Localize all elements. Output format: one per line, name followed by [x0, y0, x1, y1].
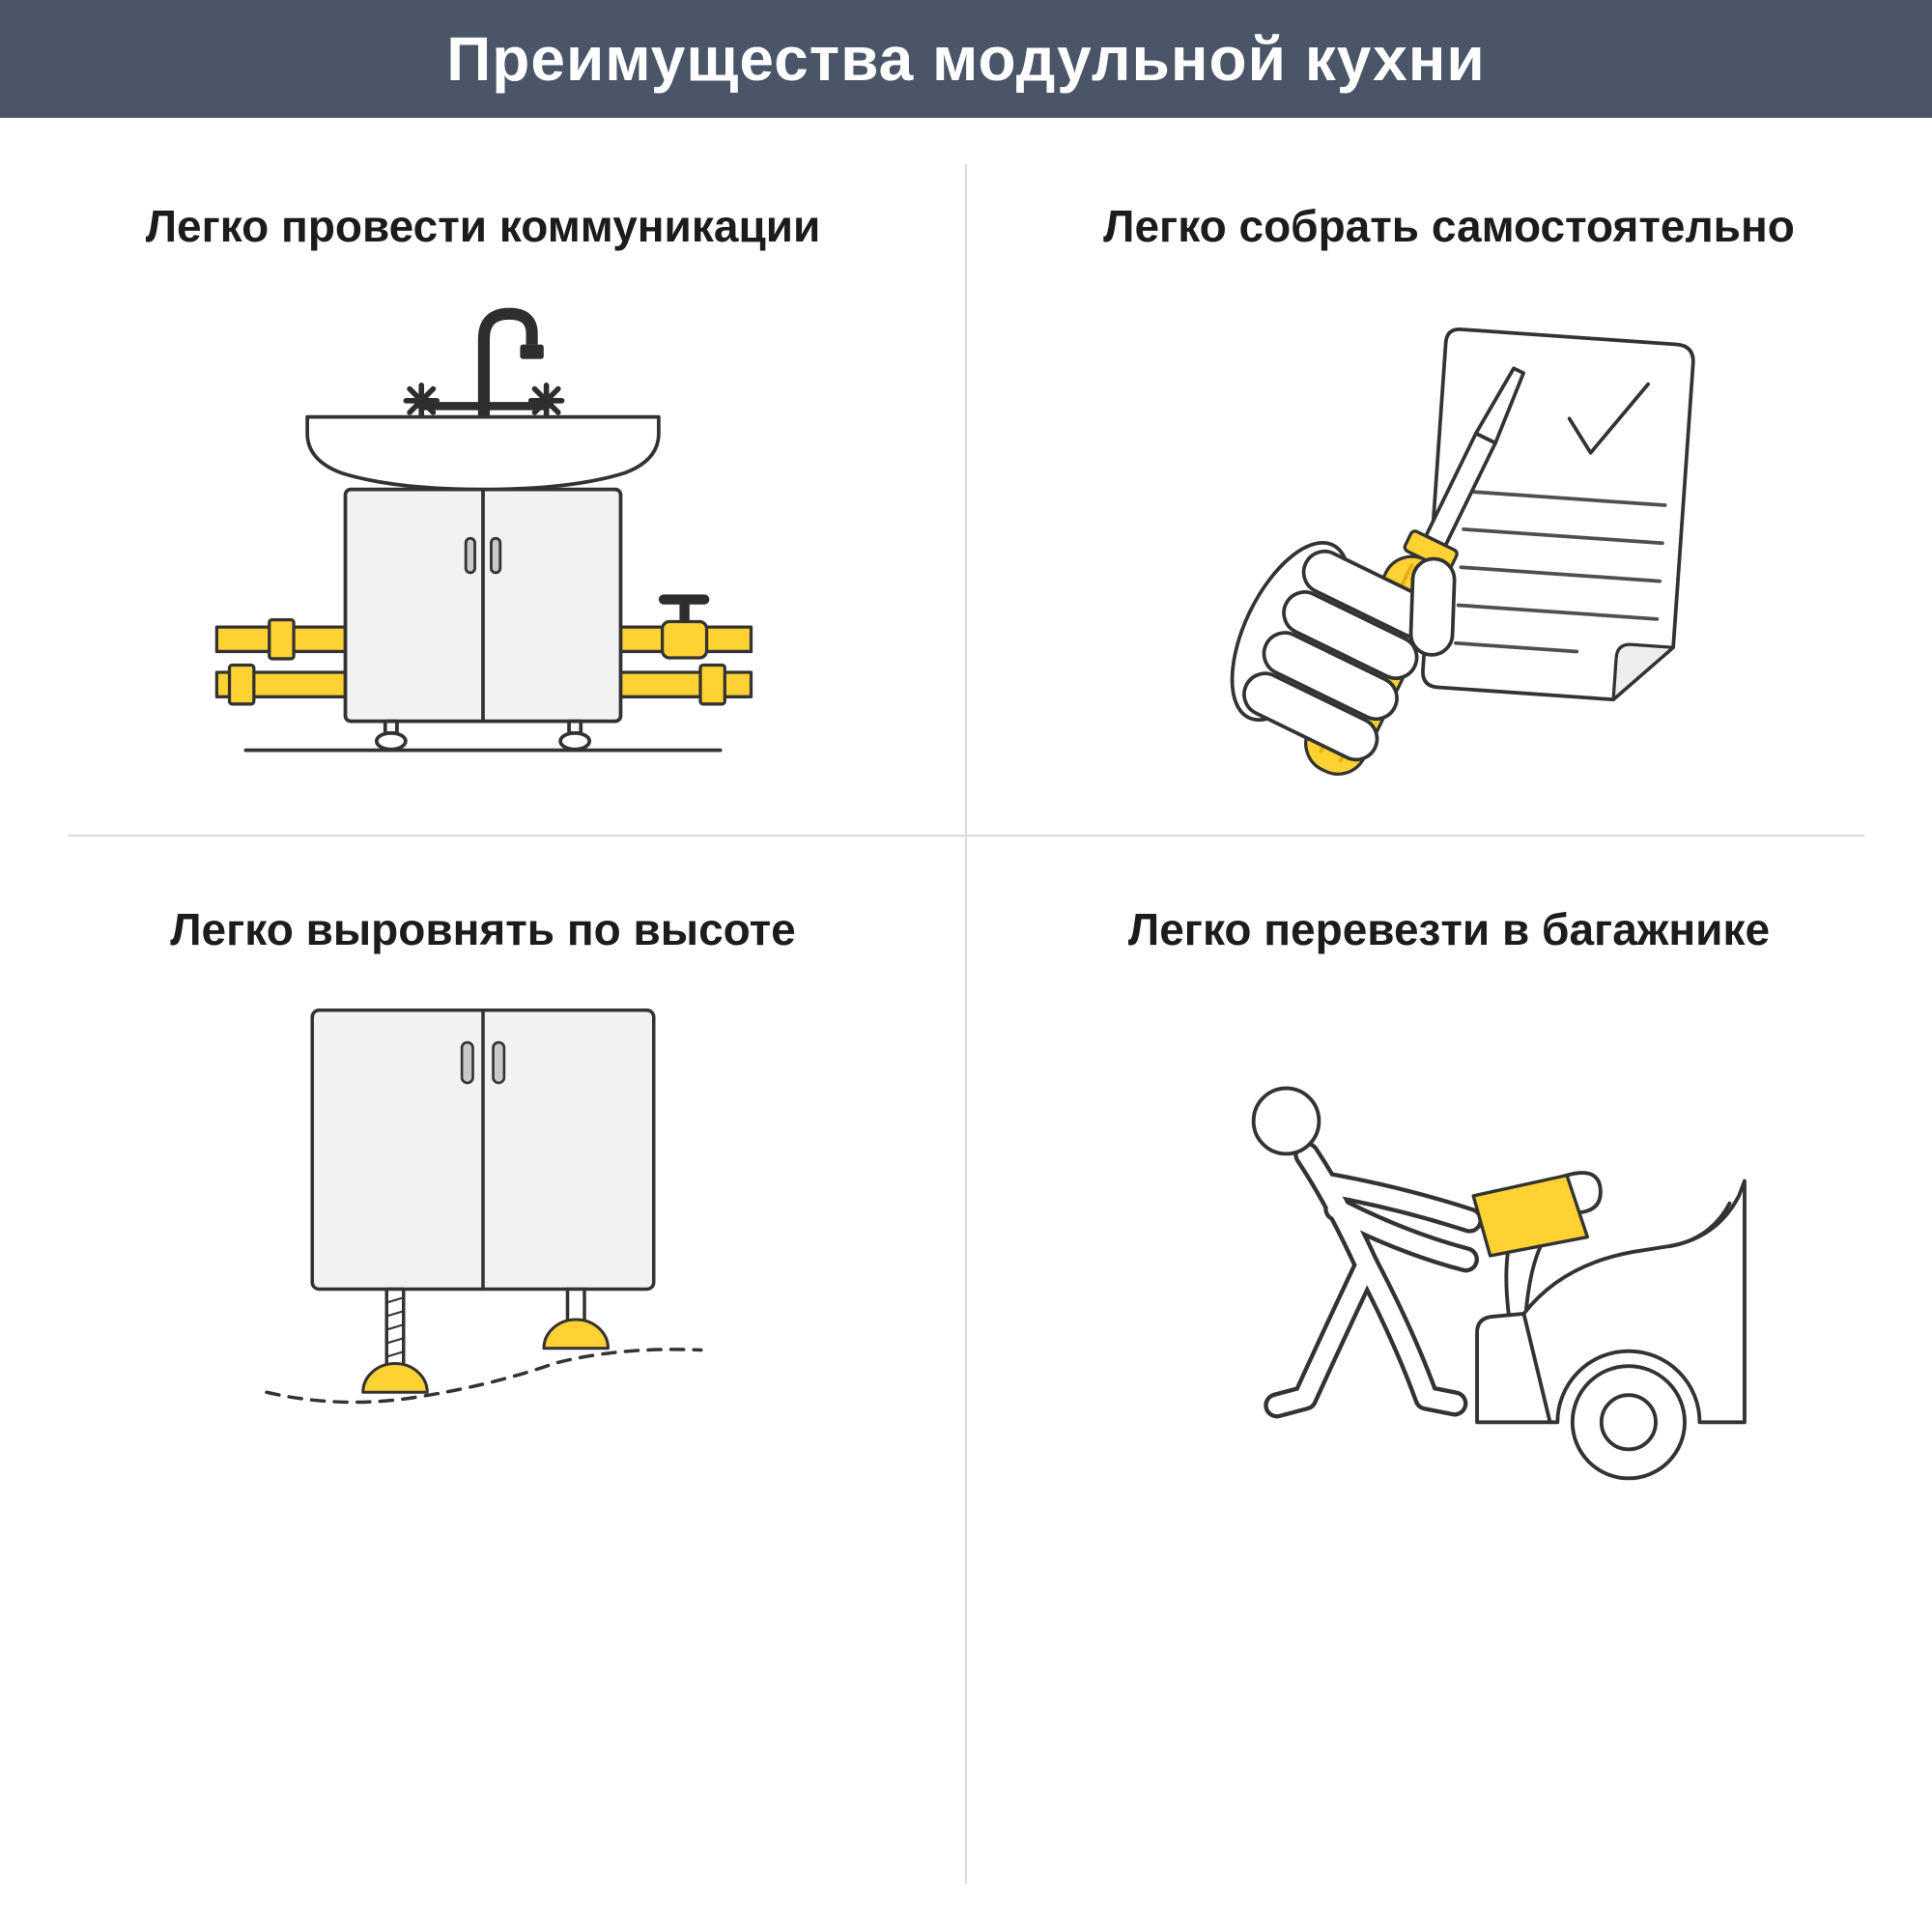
person-head — [1251, 1086, 1321, 1156]
sink-cabinet — [343, 487, 623, 724]
sink-cabinet-with-pipes-icon — [214, 307, 753, 753]
trunk-seam-line — [1521, 1311, 1552, 1425]
screwdriver-in-hand-with-checklist-icon — [1230, 327, 1695, 776]
quadrant-self-assembly: Легко собрать самостоятельно — [966, 118, 1932, 835]
vertical-divider — [965, 164, 967, 1884]
person-loading — [1251, 1086, 1483, 1419]
module-box — [1471, 1173, 1589, 1258]
quadrant-communications: Легко провести коммуникации — [0, 118, 966, 835]
wheel-icon — [1570, 1364, 1687, 1481]
loading-box-into-car-trunk-icon — [1251, 1086, 1747, 1481]
checklist-lines — [1454, 489, 1667, 654]
valve-icon — [658, 594, 710, 660]
fist — [1230, 540, 1457, 762]
windshield-line — [1667, 1201, 1732, 1249]
uneven-floor-line — [265, 1348, 703, 1405]
faucet-icon — [403, 307, 565, 419]
quadrant-trunk-transport-title: Легко перевезти в багажнике — [1127, 904, 1771, 954]
horizontal-divider — [68, 835, 1864, 837]
checkmark-icon — [1567, 382, 1650, 455]
header-bar: Преимущества модульной кухни — [0, 0, 1932, 118]
left-pipes — [214, 617, 351, 706]
left-adjustable-foot — [361, 1287, 429, 1394]
checklist-paper — [1421, 327, 1695, 701]
sink-basin — [305, 414, 661, 492]
quadrant-self-assembly-title: Легко собрать самостоятельно — [1103, 201, 1795, 251]
screwdriver-in-hand — [1230, 366, 1525, 776]
cabinet-with-adjustable-feet-icon — [265, 1008, 703, 1405]
base-cabinet — [310, 1008, 656, 1292]
quadrant-height-leveling-title: Легко выровнять по высоте — [170, 904, 796, 954]
quadrant-grid: Легко провести коммуникации — [0, 118, 1932, 1932]
quadrant-height-leveling: Легко выровнять по высоте — [0, 835, 966, 1932]
cabinet-feet — [374, 719, 592, 752]
page-title: Преимущества модульной кухни — [446, 24, 1486, 94]
quadrant-trunk-transport: Легко перевезти в багажнике — [966, 835, 1932, 1932]
car — [1475, 1171, 1747, 1481]
right-adjustable-foot — [542, 1287, 611, 1350]
quadrant-communications-title: Легко провести коммуникации — [145, 201, 821, 251]
